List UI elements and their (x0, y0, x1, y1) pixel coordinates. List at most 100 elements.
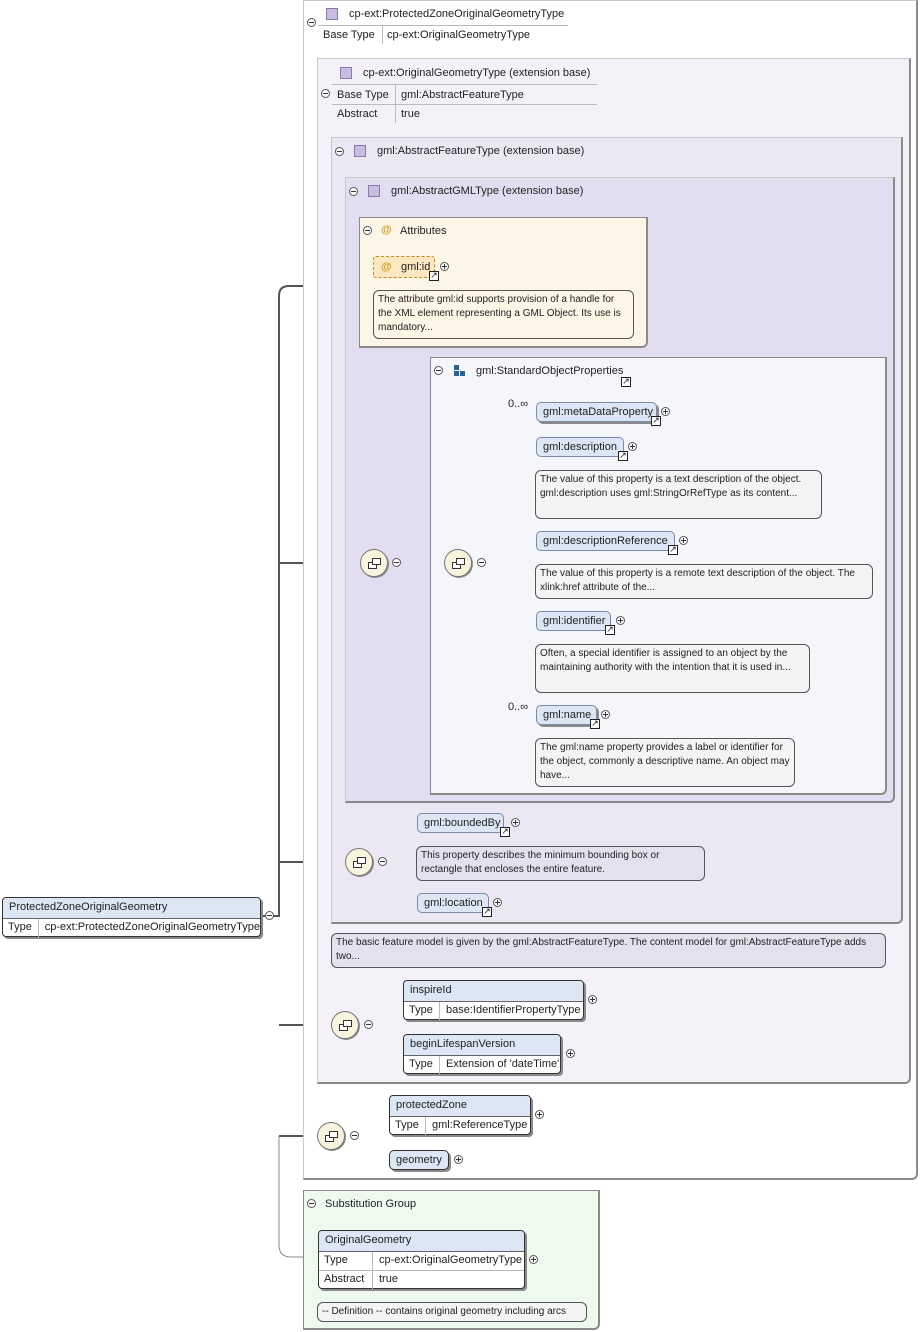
element-description[interactable]: gml:description (536, 437, 624, 457)
identifier-note: Often, a special identifier is assigned … (535, 644, 810, 693)
element-inspire-id[interactable]: inspireId Type base:IdentifierPropertyTyp… (403, 980, 584, 1020)
link-icon[interactable]: ↗ (651, 416, 661, 426)
collapse-toggle[interactable] (378, 857, 387, 866)
complex-type-icon (340, 67, 352, 79)
sequence-compositor-icon[interactable] (317, 1122, 345, 1150)
collapse-toggle[interactable] (392, 558, 401, 567)
type-value: gml:ReferenceType (432, 1119, 528, 1131)
attribute-gml-id[interactable]: @ gml:id (373, 256, 435, 278)
expand-toggle[interactable] (535, 1110, 544, 1119)
attribute-icon: @ (381, 261, 392, 273)
collapse-toggle[interactable] (307, 1199, 316, 1208)
expand-toggle[interactable] (679, 536, 688, 545)
link-icon[interactable]: ↗ (482, 907, 492, 917)
expand-toggle[interactable] (454, 1155, 463, 1164)
type-label: Type (390, 1117, 426, 1135)
element-bounded-by[interactable]: gml:boundedBy (417, 813, 504, 833)
complex-type-icon (326, 8, 338, 20)
expand-toggle[interactable] (601, 710, 610, 719)
element-name[interactable]: gml:name (536, 705, 597, 725)
type-props-table: Base Type gml:AbstractFeatureType Abstra… (332, 84, 597, 123)
link-icon[interactable]: ↗ (668, 545, 678, 555)
collapse-toggle[interactable] (364, 1020, 373, 1029)
group-title: gml:StandardObjectProperties (476, 365, 624, 377)
type-label: Type (3, 919, 39, 937)
multiplicity-label: 0..∞ (508, 398, 529, 410)
expand-toggle[interactable] (511, 818, 520, 827)
attribute-label: gml:id (401, 261, 431, 273)
sequence-compositor-icon[interactable] (444, 549, 472, 577)
element-identifier[interactable]: gml:identifier (536, 611, 611, 631)
expand-toggle[interactable] (529, 1255, 538, 1264)
type-value: base:IdentifierPropertyType (446, 1004, 581, 1016)
type-label: Type (404, 1056, 440, 1074)
base-type-label: Base Type (323, 29, 375, 41)
type-props-table: Base Type cp-ext:OriginalGeometryType (318, 25, 568, 44)
expand-toggle[interactable] (566, 1049, 575, 1058)
type-value: cp-ext:OriginalGeometryType (379, 1254, 523, 1266)
root-element-protected-zone-original-geometry[interactable]: ProtectedZoneOriginalGeometry Type cp-ext… (2, 897, 261, 937)
sequence-compositor-icon[interactable] (331, 1011, 359, 1039)
attribute-note: The attribute gml:id supports provision … (373, 290, 634, 339)
collapse-toggle[interactable] (265, 911, 274, 920)
type-value: cp-ext:ProtectedZoneOriginalGeometryType (44, 921, 260, 933)
element-geometry[interactable]: geometry (389, 1150, 449, 1170)
expand-toggle[interactable] (440, 262, 449, 271)
link-icon[interactable]: ↗ (621, 377, 631, 387)
expand-toggle[interactable] (493, 898, 502, 907)
type-label: Type (319, 1252, 373, 1270)
collapse-toggle[interactable] (335, 147, 344, 156)
description-reference-note: The value of this property is a remote t… (535, 564, 873, 599)
sequence-compositor-icon[interactable] (345, 848, 373, 876)
expand-toggle[interactable] (616, 616, 625, 625)
type-title: gml:AbstractGMLType (extension base) (391, 185, 584, 197)
complex-type-icon (354, 145, 366, 157)
expand-toggle[interactable] (661, 407, 670, 416)
type-label: Type (404, 1002, 440, 1020)
element-begin-lifespan-version[interactable]: beginLifespanVersion Type Extension of 'd… (403, 1034, 561, 1074)
element-metadata-property[interactable]: gml:metaDataProperty (536, 402, 657, 422)
link-icon[interactable]: ↗ (590, 719, 600, 729)
link-icon[interactable]: ↗ (605, 625, 615, 635)
expand-toggle[interactable] (588, 995, 597, 1004)
element-name-label: ProtectedZoneOriginalGeometry (3, 898, 260, 919)
element-location[interactable]: gml:location (417, 893, 489, 913)
base-type-label: Base Type (337, 89, 389, 101)
type-title: cp-ext:ProtectedZoneOriginalGeometryType (349, 8, 565, 20)
complex-type-icon (368, 185, 380, 197)
attribute-icon: @ (381, 224, 392, 236)
bounded-by-note: This property describes the minimum boun… (416, 846, 705, 881)
link-icon[interactable]: ↗ (500, 827, 510, 837)
collapse-toggle[interactable] (434, 366, 443, 375)
group-icon (454, 365, 466, 378)
collapse-toggle[interactable] (477, 558, 486, 567)
expand-toggle[interactable] (628, 442, 637, 451)
collapse-toggle[interactable] (321, 89, 330, 98)
abstract-value: true (379, 1273, 398, 1285)
collapse-toggle[interactable] (349, 187, 358, 196)
abstract-label: Abstract (337, 108, 378, 120)
sequence-compositor-icon[interactable] (360, 549, 388, 577)
collapse-toggle[interactable] (350, 1131, 359, 1140)
abstract-value: true (401, 108, 420, 120)
name-note: The gml:name property provides a label o… (535, 738, 795, 787)
substitution-group-title: Substitution Group (325, 1198, 417, 1210)
element-description-reference[interactable]: gml:descriptionReference (536, 531, 675, 551)
collapse-toggle[interactable] (307, 18, 316, 27)
element-name-label: beginLifespanVersion (404, 1035, 560, 1056)
attributes-title: Attributes (400, 225, 447, 237)
base-type-value: cp-ext:OriginalGeometryType (387, 29, 531, 41)
type-value: Extension of 'dateTime' (446, 1058, 560, 1070)
substitution-note: -- Definition -- contains original geome… (317, 1302, 587, 1322)
multiplicity-label: 0..∞ (508, 701, 529, 713)
element-name-label: inspireId (404, 981, 583, 1002)
link-icon[interactable]: ↗ (429, 271, 439, 281)
collapse-toggle[interactable] (363, 226, 372, 235)
element-name-label: protectedZone (390, 1096, 530, 1117)
element-protected-zone[interactable]: protectedZone Type gml:ReferenceType (389, 1095, 531, 1135)
abstract-label: Abstract (319, 1271, 373, 1289)
base-type-value: gml:AbstractFeatureType (401, 89, 524, 101)
link-icon[interactable]: ↗ (618, 451, 628, 461)
description-note: The value of this property is a text des… (535, 470, 822, 519)
